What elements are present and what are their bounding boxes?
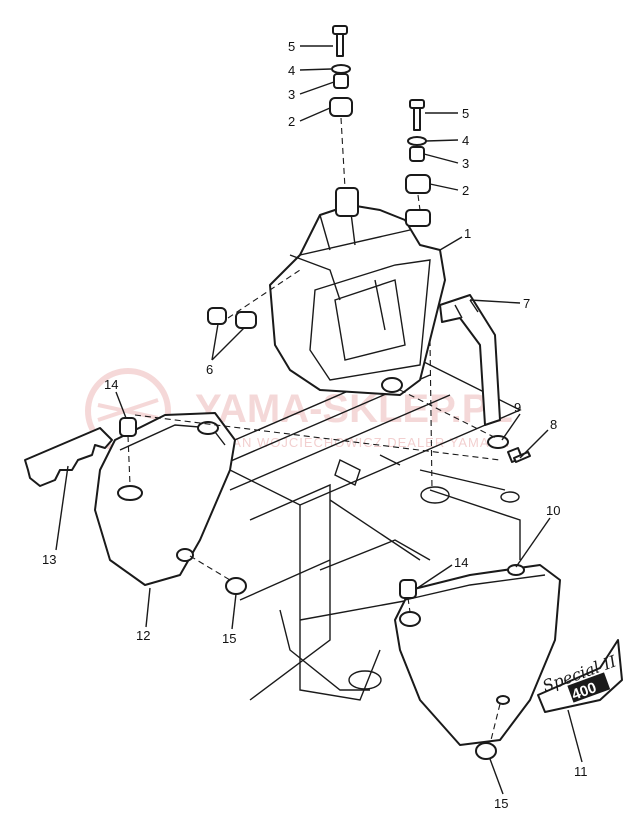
callout-5-upper-right: 5	[462, 106, 469, 121]
callout-15-right: 15	[494, 796, 508, 811]
callout-11: 11	[574, 764, 588, 779]
collar-a-icon	[333, 73, 349, 89]
callout-5-upper-left: 5	[288, 39, 295, 54]
right-side-cover	[394, 564, 561, 746]
callout-7: 7	[523, 296, 530, 311]
grommet-a-icon	[329, 97, 353, 117]
assembly-lines	[127, 117, 501, 745]
callout-4-upper-right: 4	[462, 133, 469, 148]
callout-15-left: 15	[222, 631, 236, 646]
washer-b-icon	[407, 136, 427, 146]
callout-13: 13	[42, 552, 56, 567]
dampers	[119, 417, 497, 760]
callout-numbers: 5 4 3 2 5 4 3 2 1 7 6 9 8 14 13 12 15 10…	[42, 39, 588, 811]
callout-12: 12	[136, 628, 150, 643]
bolt-b-head-icon	[409, 99, 425, 109]
bracket	[439, 294, 501, 426]
leader-lines	[55, 45, 583, 795]
callout-8: 8	[550, 417, 557, 432]
left-side-cover	[94, 412, 236, 586]
callout-3-upper-right: 3	[462, 156, 469, 171]
washer-and-bolt-8-9	[487, 435, 531, 463]
watermark-tagline: BOGDAN WOJCIECHOWICZ DEALER YAMAHA	[190, 435, 510, 450]
bolt-stack-b	[405, 99, 431, 194]
washer-a-icon	[331, 64, 351, 74]
bolt-stack-a	[329, 25, 353, 117]
watermark-brand: YAMA-SKLEP.PL	[195, 387, 513, 431]
frame	[198, 359, 522, 701]
callout-14-left: 14	[104, 377, 118, 392]
callout-1: 1	[464, 226, 471, 241]
callout-2-upper-right: 2	[462, 183, 469, 198]
collar-b-icon	[409, 146, 425, 162]
callout-4-upper-left: 4	[288, 63, 295, 78]
callout-3-upper-left: 3	[288, 87, 295, 102]
grommets-6	[207, 307, 257, 329]
air-filter-case	[269, 187, 446, 396]
callout-9: 9	[514, 400, 521, 415]
callout-6: 6	[206, 362, 213, 377]
callout-2-upper-left: 2	[288, 114, 295, 129]
grommet-b-icon	[405, 174, 431, 194]
watermark: YAMA-SKLEP.PL BOGDAN WOJCIECHOWICZ DEALE…	[85, 368, 513, 454]
callout-14-right: 14	[454, 555, 468, 570]
callout-10: 10	[546, 503, 560, 518]
wire-clamp	[24, 427, 113, 487]
bolt-a-head-icon	[332, 25, 348, 35]
